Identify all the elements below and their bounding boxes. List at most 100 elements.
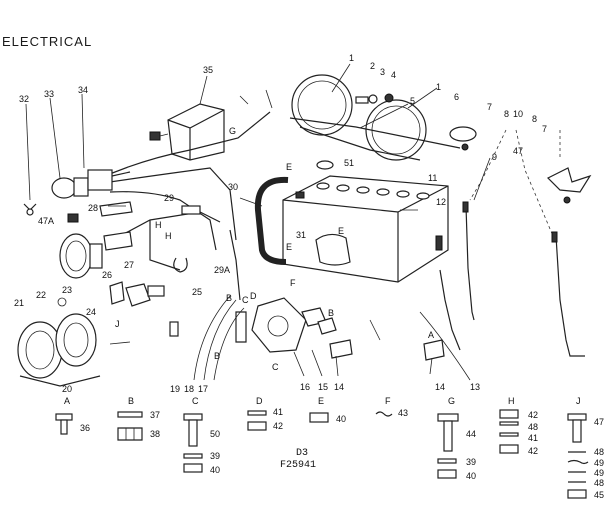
callout: 27 (124, 260, 134, 270)
callout: 20 (62, 384, 72, 394)
callout: 30 (228, 182, 238, 192)
leader-lines (25, 63, 491, 381)
hw-item: 45 (594, 490, 604, 500)
callout: E (286, 162, 292, 172)
callout: G (229, 126, 236, 136)
callout: 18 (184, 384, 194, 394)
callout: C (272, 362, 279, 372)
hw-item: 38 (150, 429, 160, 439)
callout: 1 (436, 82, 441, 92)
callout: 51 (344, 158, 354, 168)
switch-34 (87, 169, 131, 191)
wing-nut-7-b (546, 167, 592, 204)
callout: H (165, 231, 172, 241)
hw-item: 39 (466, 457, 476, 467)
callout: 28 (88, 203, 98, 213)
callout: 14 (435, 382, 445, 392)
callout: 17 (198, 384, 208, 394)
lamp-22 (55, 313, 97, 367)
callout: D (250, 291, 257, 301)
hw-item: 42 (528, 446, 538, 456)
callout: 12 (436, 197, 446, 207)
fuse-holder-28 (99, 201, 133, 217)
callout: 1 (349, 53, 354, 63)
callout: 11 (428, 173, 437, 183)
hw-item: 48 (594, 447, 604, 457)
hw-group-label: H (508, 396, 515, 406)
callout: 34 (78, 85, 88, 95)
hw-item: 40 (210, 465, 220, 475)
hw-item: 49 (594, 458, 604, 468)
hw-item: 36 (80, 423, 90, 433)
hw-group-label: E (318, 396, 324, 406)
hw-item: 48 (594, 478, 604, 488)
hw-item: 48 (528, 422, 538, 432)
hw-group-label: J (576, 396, 581, 406)
switch-27 (125, 283, 151, 307)
callout: 2 (370, 61, 375, 71)
callout: C (242, 295, 249, 305)
callout: 31 (296, 230, 306, 240)
callout: 29A (214, 265, 230, 275)
bracket-20 (19, 375, 101, 387)
callout: 33 (44, 89, 54, 99)
callout: B (226, 293, 232, 303)
headlight-left (291, 74, 353, 136)
hw-group-label: D (256, 396, 263, 406)
solenoid-16 (251, 297, 307, 353)
ammeter-gauge (59, 233, 103, 279)
callout: 26 (102, 270, 112, 280)
hw-item: 37 (150, 410, 160, 420)
connector-47A (67, 213, 79, 223)
regulator-35 (167, 103, 225, 161)
hw-group-label: C (192, 396, 199, 406)
callout: 22 (36, 290, 46, 300)
callout: F (290, 278, 296, 288)
hw-item: 39 (210, 451, 220, 461)
callout: E (338, 226, 344, 236)
callout: 21 (14, 298, 24, 308)
callout-labels: 1 2 3 4 1 6 7 8 10 8 7 5 47 9 51 11 12 E… (14, 53, 547, 394)
hw-group-label: G (448, 396, 455, 406)
callout: 7 (487, 102, 492, 112)
callout: E (286, 242, 292, 252)
callout: 4 (391, 70, 396, 80)
callout: 15 (318, 382, 328, 392)
battery (282, 175, 449, 283)
callout: 8 (532, 114, 537, 124)
nut-4 (384, 93, 394, 103)
hw-group-label: A (64, 396, 70, 406)
headlight-harness (289, 117, 461, 149)
key-32 (23, 203, 37, 216)
hardware-key: A 36 B 37 38 C 50 39 40 D 41 42 (55, 396, 604, 500)
callout: B (214, 351, 220, 361)
lamp-21 (17, 321, 63, 379)
callout: 47A (38, 216, 54, 226)
bracket-rod-8 (555, 235, 585, 357)
callout: H (155, 220, 162, 230)
ground-cable-13 (439, 269, 461, 351)
bracket-29 (119, 211, 221, 237)
callout: 7 (542, 124, 547, 134)
battery-cable-30 (254, 176, 289, 265)
callout: J (115, 319, 120, 329)
wing-nut-7-a (449, 126, 477, 151)
callout: 5 (410, 96, 415, 106)
hw-item: 47 (594, 417, 604, 427)
callout: 13 (470, 382, 480, 392)
battery-strap-31 (315, 233, 351, 266)
callout: 35 (203, 65, 213, 75)
hw-item: 41 (528, 433, 538, 443)
hw-item: 41 (273, 407, 283, 417)
clip-18 (169, 321, 179, 337)
callout: 10 (513, 109, 523, 119)
diagram-code: D3 (296, 448, 308, 459)
hw-item: 43 (398, 408, 408, 418)
bracket-b (317, 317, 337, 335)
callout: A (428, 330, 434, 340)
bracket-rod-9 (465, 205, 475, 321)
terminal-14-b (423, 339, 445, 361)
callout: 8 (504, 109, 509, 119)
washer-51 (316, 160, 334, 170)
wire-29A (229, 229, 241, 301)
